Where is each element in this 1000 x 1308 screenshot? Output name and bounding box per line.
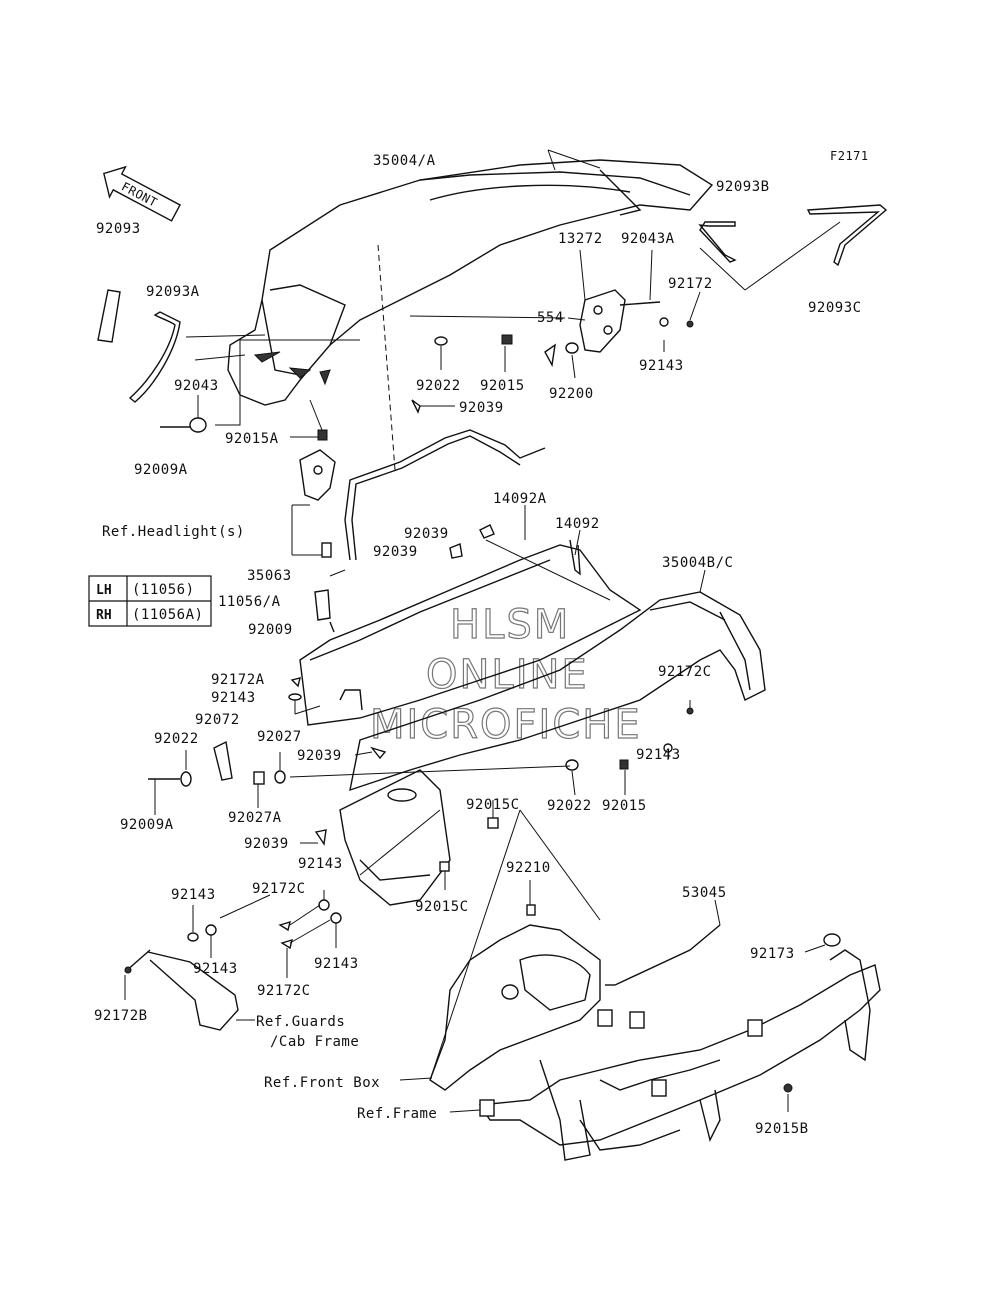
label-92039-e: 92039 — [244, 836, 289, 852]
label-92093c: 92093C — [808, 300, 862, 316]
headlight-bracket — [291, 429, 546, 633]
label-92015a: 92015A — [225, 431, 279, 447]
label-92039-d: 92039 — [297, 748, 342, 764]
label-53045: 53045 — [682, 885, 727, 901]
front-arrow-icon: FRONT — [103, 165, 181, 222]
side-panel — [299, 505, 642, 726]
label-92143-e: 92143 — [171, 887, 216, 903]
table-rh-part: (11056A) — [132, 607, 203, 623]
label-35004bc: 35004B/C — [662, 555, 733, 571]
label-92022-mid: 92022 — [154, 731, 199, 747]
label-35063: 35063 — [247, 568, 292, 584]
watermark-line-2: ONLINE — [426, 652, 589, 698]
label-92172a: 92172A — [211, 672, 265, 688]
label-14092a: 14092A — [493, 491, 547, 507]
label-92143-g: 92143 — [314, 956, 359, 972]
label-ref-front-box: Ref.Front Box — [264, 1075, 380, 1091]
label-92009a-mid: 92009A — [120, 817, 174, 833]
label-35004a: 35004/A — [373, 153, 436, 169]
label-92072: 92072 — [195, 712, 240, 728]
label-13272: 13272 — [558, 231, 603, 247]
table-lh-part: (11056) — [132, 582, 195, 598]
label-92009: 92009 — [248, 622, 293, 638]
label-92093: 92093 — [96, 221, 141, 237]
label-11056a: 11056/A — [218, 594, 281, 610]
label-92022-c: 92022 — [547, 798, 592, 814]
trim-strips — [97, 204, 888, 403]
label-92015b: 92015B — [755, 1121, 809, 1137]
label-92172c-right: 92172C — [658, 664, 712, 680]
frame — [449, 899, 881, 1161]
label-92015c-b: 92015C — [415, 899, 469, 915]
label-92210: 92210 — [506, 860, 551, 876]
label-92027: 92027 — [257, 729, 302, 745]
label-92172c-b: 92172C — [257, 983, 311, 999]
label-92143-f: 92143 — [193, 961, 238, 977]
label-92043: 92043 — [174, 378, 219, 394]
watermark: HLSM ONLINE MICROFICHE — [369, 601, 642, 748]
label-92143-top: 92143 — [639, 358, 684, 374]
label-92015c: 92015C — [466, 797, 520, 813]
label-92022-top: 92022 — [416, 378, 461, 394]
diagram-code: F2171 — [830, 149, 869, 163]
watermark-line-1: HLSM — [450, 602, 570, 648]
table-rh-side: RH — [96, 608, 112, 623]
label-92039-c: 92039 — [373, 544, 418, 560]
front-box — [399, 809, 601, 1091]
label-92009a-top: 92009A — [134, 462, 188, 478]
label-92173: 92173 — [750, 946, 795, 962]
bracket-assembly — [409, 221, 841, 379]
label-ref-guards: Ref.Guards — [256, 1014, 345, 1030]
table-lh-side: LH — [96, 583, 112, 598]
hood-fasteners — [160, 244, 513, 471]
label-92093b: 92093B — [716, 179, 770, 195]
label-92039-b: 92039 — [404, 526, 449, 542]
label-ref-cab-frame: /Cab Frame — [270, 1034, 359, 1050]
label-92143-d: 92143 — [298, 856, 343, 872]
label-92200: 92200 — [549, 386, 594, 402]
part-labels: 35004/A 92093 92093A 92093B 92093C 13272… — [94, 153, 862, 1137]
label-14092: 14092 — [555, 516, 600, 532]
label-92172: 92172 — [668, 276, 713, 292]
side-table: LH (11056) RH (11056A) — [88, 575, 212, 627]
label-92039-top: 92039 — [459, 400, 504, 416]
label-ref-headlight: Ref.Headlight(s) — [102, 524, 245, 540]
label-92143-c: 92143 — [636, 747, 681, 763]
mid-fasteners — [148, 677, 694, 890]
label-92027a: 92027A — [228, 810, 282, 826]
label-ref-frame: Ref.Frame — [357, 1106, 437, 1122]
watermark-line-3: MICROFICHE — [370, 702, 642, 748]
label-554: 554 — [537, 310, 564, 326]
lower-fender — [339, 569, 766, 906]
label-92172c-a: 92172C — [252, 881, 306, 897]
label-92015-top: 92015 — [480, 378, 525, 394]
label-92043a: 92043A — [621, 231, 675, 247]
label-92093a: 92093A — [146, 284, 200, 300]
hood-panel — [227, 149, 714, 406]
label-92172b: 92172B — [94, 1008, 148, 1024]
label-92015-b: 92015 — [602, 798, 647, 814]
lower-brace — [124, 890, 342, 1031]
label-92143-b: 92143 — [211, 690, 256, 706]
